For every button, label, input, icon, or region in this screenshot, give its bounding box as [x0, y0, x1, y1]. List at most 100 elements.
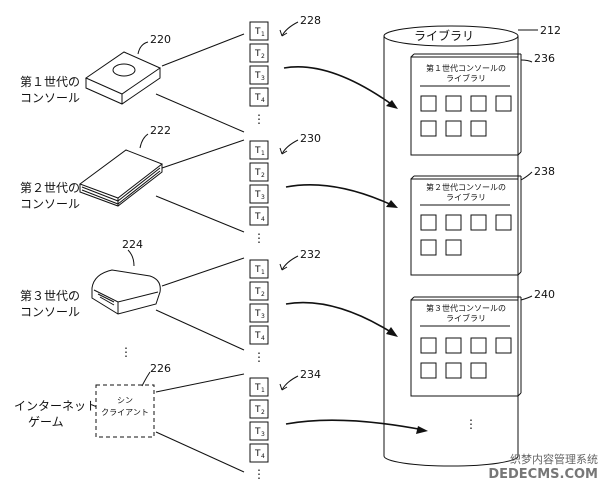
panel-title-line1: 第３世代コンソールの: [426, 303, 506, 313]
token-box: [249, 303, 269, 323]
game-tile: [495, 214, 512, 231]
token-box: [249, 281, 269, 301]
panel-frame: [410, 56, 519, 156]
thin-client-icon: シン クライアント 226: [95, 362, 171, 438]
game-tiles: [420, 95, 512, 137]
token-index: 2: [261, 409, 265, 416]
token-letter: T: [254, 71, 261, 81]
token-index: 4: [261, 97, 265, 104]
token-box: [249, 87, 269, 107]
token-letter: T: [254, 309, 261, 319]
token-ellipsis: ⋮: [253, 231, 265, 245]
token-index: 1: [261, 150, 265, 157]
token-stack-ref: 232: [300, 248, 321, 261]
flow-arrows: [283, 66, 428, 434]
console-label-line2: ゲーム: [28, 415, 64, 429]
arrowhead-icon: [386, 327, 398, 337]
token-stack-gen3: T 1 T 2 T 3 T 4 ⋮ 232: [249, 248, 321, 364]
game-tiles: [420, 214, 512, 256]
panel-title-line2: ライブラリ: [446, 313, 486, 323]
library-panel-gen1: 第１世代コンソールの ライブラリ 236: [410, 52, 555, 156]
token-stack-gen1: T 1 T 2 T 3 T 4 ⋮ 228: [249, 14, 321, 126]
token-letter: T: [254, 405, 261, 415]
library-panel-gen3: 第３世代コンソールの ライブラリ 240: [410, 288, 555, 397]
token-box: [249, 259, 269, 279]
token-box: [249, 377, 269, 397]
gen3-console-icon: 224: [91, 238, 161, 315]
game-tile: [495, 337, 512, 354]
token-box: [249, 206, 269, 226]
token-box: [249, 140, 269, 160]
console-ref: 220: [150, 33, 171, 46]
token-letter: T: [254, 27, 261, 37]
game-tile: [470, 120, 487, 137]
token-letter: T: [254, 146, 261, 156]
token-letter: T: [254, 190, 261, 200]
gen1-console-icon: 220: [84, 33, 171, 105]
token-index: 4: [261, 453, 265, 460]
console-ref: 224: [122, 238, 143, 251]
consoles-more-ellipsis: ⋮: [120, 345, 132, 359]
panel-title-line1: 第１世代コンソールの: [426, 63, 506, 73]
token-ellipsis: ⋮: [253, 467, 265, 481]
thin-client-line2: クライアント: [101, 408, 149, 417]
token-letter: T: [254, 49, 261, 59]
panel-ref: 238: [534, 165, 555, 178]
game-tile: [445, 120, 462, 137]
game-tile: [420, 337, 437, 354]
token-index: 1: [261, 269, 265, 276]
watermark-line1: 织梦内容管理系统: [510, 452, 598, 466]
token-ellipsis: ⋮: [253, 350, 265, 364]
library-ref: 212: [540, 24, 561, 37]
library-title: ライブラリ: [414, 28, 474, 43]
game-tile: [470, 95, 487, 112]
token-stack-ref: 234: [300, 368, 321, 381]
watermark: 织梦内容管理系统 DEDECMS.COM: [488, 452, 598, 482]
console-label-line1: 第２世代の: [20, 181, 80, 195]
library-panel-gen2: 第２世代コンソールの ライブラリ 238: [410, 165, 555, 276]
thin-client-box: [95, 384, 155, 438]
library-cylinder: ライブラリ 212: [383, 24, 561, 467]
arrowhead-icon: [386, 200, 398, 208]
token-box: [249, 325, 269, 345]
game-tile: [445, 362, 462, 379]
gen2-console-icon: 222: [78, 124, 171, 207]
game-tile: [420, 239, 437, 256]
game-tile: [470, 337, 487, 354]
game-tile: [420, 362, 437, 379]
game-tile: [445, 95, 462, 112]
token-index: 3: [261, 431, 265, 438]
console-ref: 226: [150, 362, 171, 375]
arrowhead-icon: [386, 100, 398, 109]
token-letter: T: [254, 449, 261, 459]
token-letter: T: [254, 168, 261, 178]
game-tile: [445, 239, 462, 256]
panel-ref: 240: [534, 288, 555, 301]
token-stack-ref: 228: [300, 14, 321, 27]
game-tiles: [420, 337, 512, 379]
token-box: [249, 21, 269, 41]
console-connectors: [155, 33, 245, 473]
token-letter: T: [254, 287, 261, 297]
token-index: 3: [261, 313, 265, 320]
token-letter: T: [254, 212, 261, 222]
token-box: [249, 162, 269, 182]
game-tile: [470, 214, 487, 231]
token-index: 1: [261, 387, 265, 394]
console-label-line2: コンソール: [20, 197, 80, 211]
token-box: [249, 421, 269, 441]
game-tile: [420, 214, 437, 231]
token-box: [249, 184, 269, 204]
panel-ref: 236: [534, 52, 555, 65]
library-more-ellipsis: ⋮: [465, 417, 477, 431]
console-label-line2: コンソール: [20, 305, 80, 319]
token-letter: T: [254, 383, 261, 393]
panel-title-line1: 第２世代コンソールの: [426, 182, 506, 192]
console-label-line2: コンソール: [20, 91, 80, 105]
token-index: 2: [261, 53, 265, 60]
token-index: 2: [261, 291, 265, 298]
token-index: 2: [261, 172, 265, 179]
console-label-line1: 第１世代の: [20, 75, 80, 89]
token-box: [249, 65, 269, 85]
